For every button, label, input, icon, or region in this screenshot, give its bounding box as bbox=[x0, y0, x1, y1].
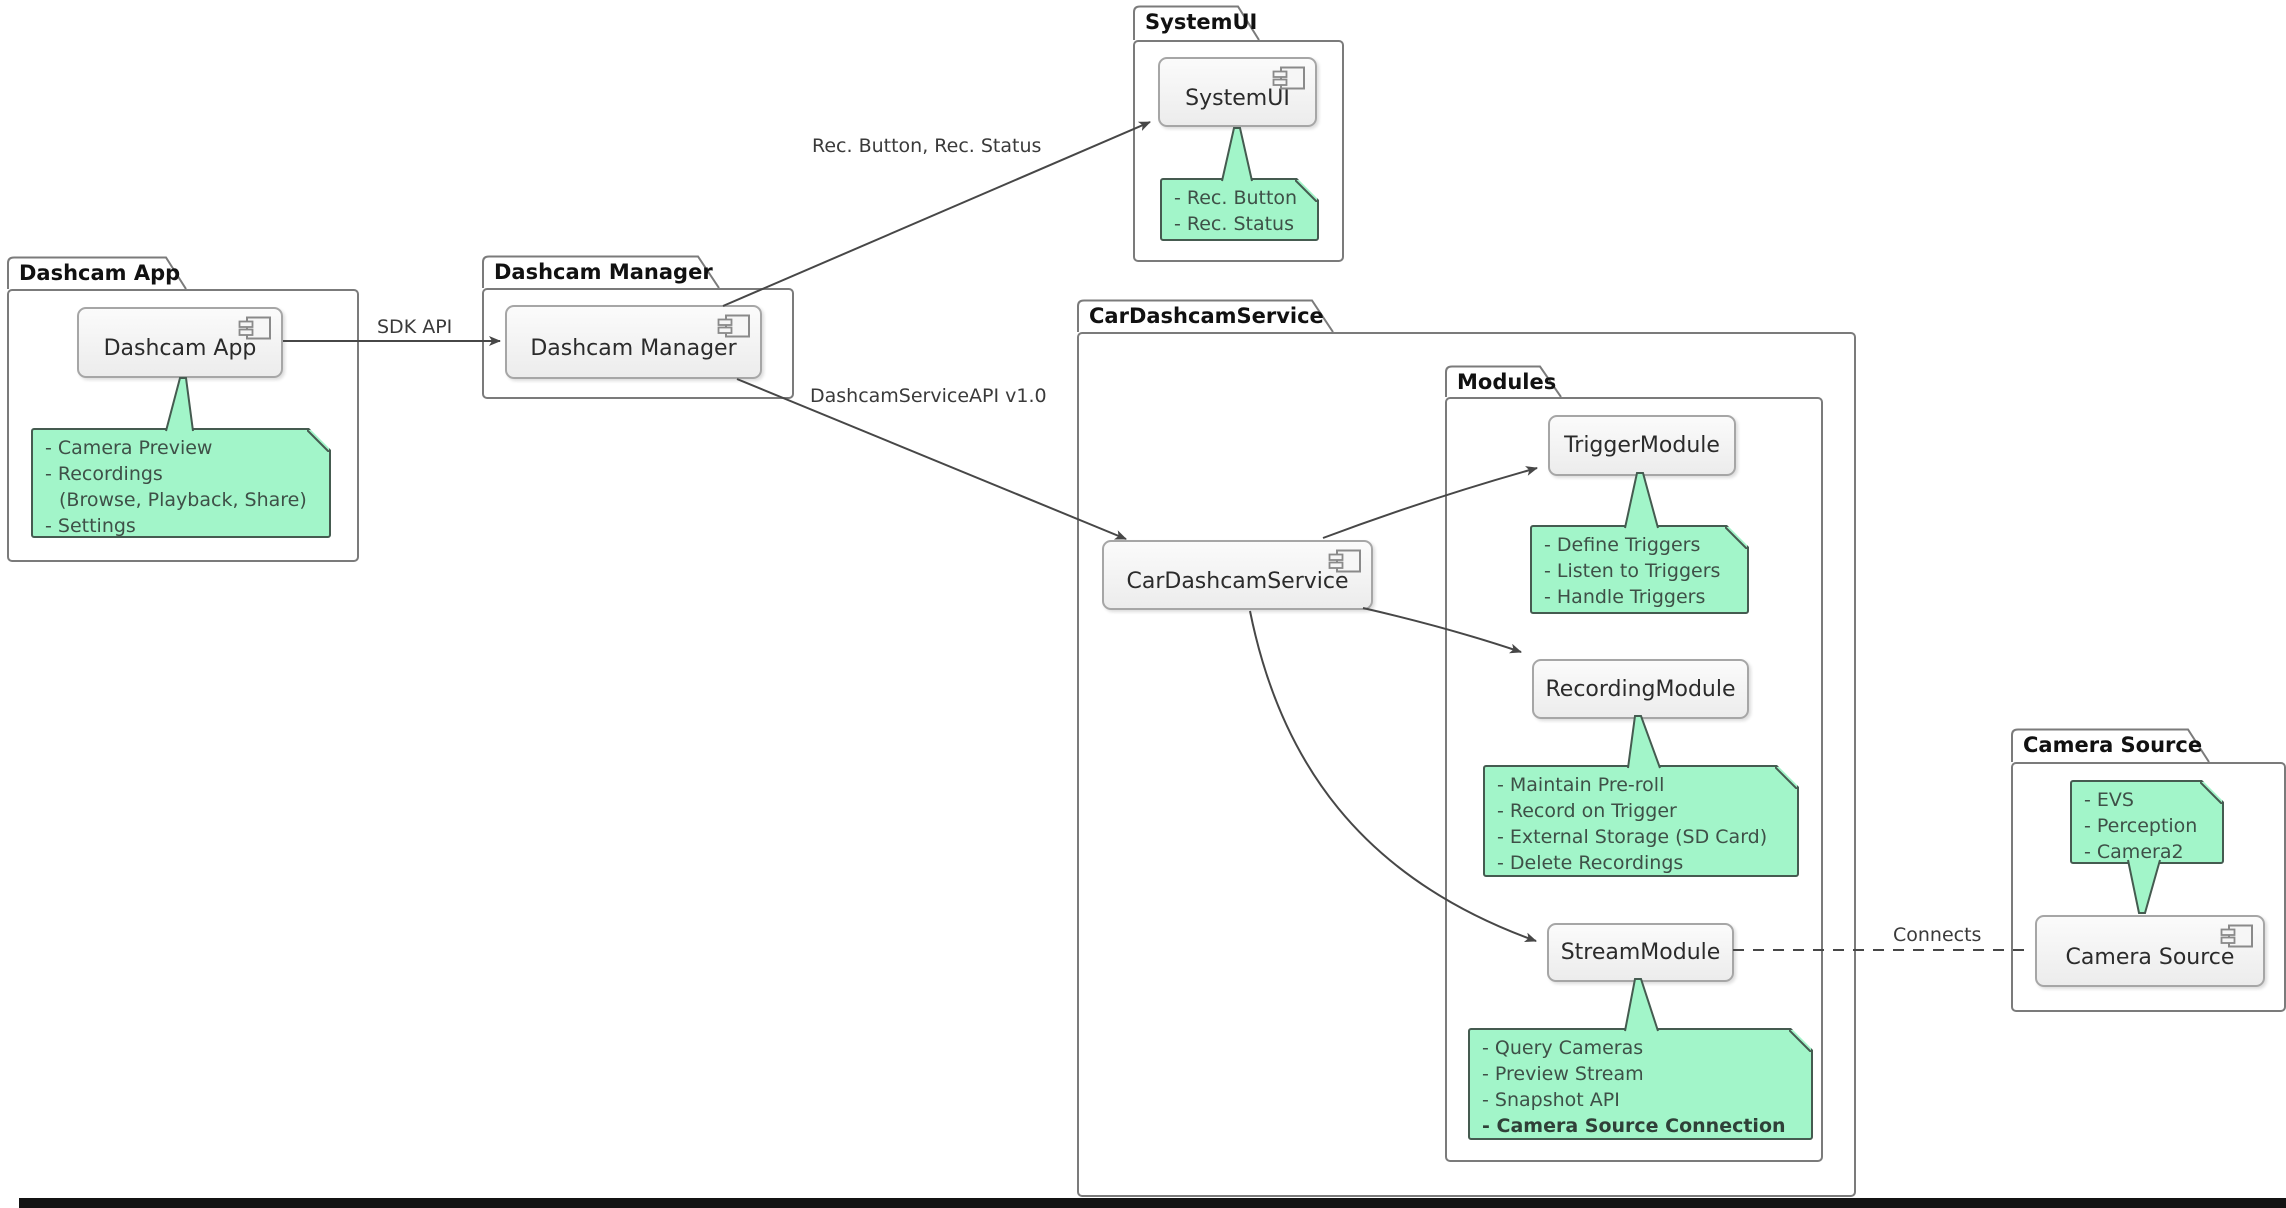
component-label: CarDashcamService bbox=[1126, 568, 1349, 594]
component-icon bbox=[717, 314, 750, 338]
note-line: - Maintain Pre-roll bbox=[1497, 774, 1665, 796]
package-title: Dashcam Manager bbox=[494, 260, 713, 284]
package-tab-shape bbox=[2011, 728, 2210, 762]
note-fold-icon bbox=[1725, 525, 1749, 549]
note-line: - Preview Stream bbox=[1482, 1063, 1644, 1085]
component-stream-module: StreamModule bbox=[1547, 923, 1734, 982]
edge-label-connects: Connects bbox=[1893, 924, 1982, 946]
component-label: Camera Source bbox=[2065, 944, 2235, 970]
package-tab-shape bbox=[482, 255, 720, 288]
component-icon bbox=[1328, 549, 1361, 573]
note-line: - EVS bbox=[2084, 789, 2134, 811]
package-title: Camera Source bbox=[2023, 733, 2203, 757]
component-label: Dashcam App bbox=[103, 336, 257, 361]
note-camera-source: - EVS - Perception - Camera2 bbox=[2070, 780, 2224, 864]
package-title: Modules bbox=[1457, 370, 1557, 394]
edge-label-rec-button-status: Rec. Button, Rec. Status bbox=[812, 135, 1042, 157]
package-tab-dashcam-app: Dashcam App bbox=[7, 256, 187, 289]
note-line: - Settings bbox=[45, 515, 136, 537]
note-line: (Browse, Playback, Share) bbox=[59, 489, 307, 511]
note-dashcam-app: - Camera Preview - Recordings (Browse, P… bbox=[31, 428, 331, 538]
note-fold-icon bbox=[2200, 780, 2224, 804]
edge-label-sdk-api: SDK API bbox=[377, 316, 453, 338]
component-camera-source: Camera Source bbox=[2035, 915, 2265, 987]
component-label: StreamModule bbox=[1560, 940, 1721, 965]
component-label: Dashcam Manager bbox=[530, 335, 737, 361]
package-tab-shape bbox=[1445, 365, 1562, 397]
package-tab-modules: Modules bbox=[1445, 365, 1562, 397]
component-system-ui: SystemUI bbox=[1158, 57, 1317, 127]
component-car-dashcam-service: CarDashcamService bbox=[1102, 540, 1373, 610]
package-tab-shape bbox=[7, 256, 187, 289]
note-line: - Recordings bbox=[45, 463, 163, 485]
note-line: - Rec. Status bbox=[1174, 213, 1295, 235]
note-line: - Rec. Button bbox=[1174, 187, 1298, 209]
note-line: - Delete Recordings bbox=[1497, 852, 1684, 874]
bottom-border-bar bbox=[19, 1198, 2286, 1208]
note-fold-icon bbox=[307, 428, 331, 452]
note-fold-icon bbox=[1789, 1028, 1813, 1052]
note-line: - Snapshot API bbox=[1482, 1089, 1620, 1111]
package-tab-camera-source: Camera Source bbox=[2011, 728, 2210, 762]
component-trigger-module: TriggerModule bbox=[1548, 415, 1736, 476]
note-line: - Handle Triggers bbox=[1544, 586, 1706, 608]
note-line: - Camera Preview bbox=[45, 437, 213, 459]
note-line: - Listen to Triggers bbox=[1544, 560, 1721, 582]
note-fold-icon bbox=[1775, 765, 1799, 789]
note-line: - Define Triggers bbox=[1544, 534, 1701, 556]
note-line: - Query Cameras bbox=[1482, 1037, 1644, 1059]
component-dashcam-app: Dashcam App bbox=[77, 307, 283, 378]
component-label: RecordingModule bbox=[1545, 676, 1736, 702]
package-title: Dashcam App bbox=[19, 261, 181, 285]
component-icon bbox=[1272, 66, 1305, 90]
package-tab-system-ui: SystemUI bbox=[1133, 5, 1260, 40]
edge-label-dashcam-service-api: DashcamServiceAPI v1.0 bbox=[810, 385, 1047, 407]
component-icon bbox=[238, 316, 271, 340]
component-recording-module: RecordingModule bbox=[1532, 659, 1749, 719]
note-line: - External Storage (SD Card) bbox=[1497, 826, 1768, 848]
component-icon bbox=[2220, 924, 2253, 948]
note-trigger-module: - Define Triggers - Listen to Triggers -… bbox=[1530, 525, 1749, 614]
note-line: - Camera2 bbox=[2084, 841, 2184, 863]
package-title: SystemUI bbox=[1145, 10, 1258, 34]
package-tab-car-dashcam-service: CarDashcamService bbox=[1077, 299, 1334, 332]
note-fold-icon bbox=[1295, 178, 1319, 202]
note-system-ui: - Rec. Button - Rec. Status bbox=[1160, 178, 1319, 241]
note-line: - Perception bbox=[2084, 815, 2198, 837]
component-label: SystemUI bbox=[1185, 85, 1290, 111]
note-recording-module: - Maintain Pre-roll - Record on Trigger … bbox=[1483, 765, 1799, 877]
component-dashcam-manager: Dashcam Manager bbox=[505, 305, 762, 379]
note-stream-module: - Query Cameras - Preview Stream - Snaps… bbox=[1468, 1028, 1813, 1140]
package-title: CarDashcamService bbox=[1089, 304, 1324, 328]
component-label: TriggerModule bbox=[1564, 433, 1720, 458]
note-line: - Record on Trigger bbox=[1497, 800, 1677, 822]
package-tab-dashcam-manager: Dashcam Manager bbox=[482, 255, 720, 288]
package-tab-shape bbox=[1133, 5, 1260, 40]
note-line: - Camera Source Connection bbox=[1482, 1115, 1786, 1137]
